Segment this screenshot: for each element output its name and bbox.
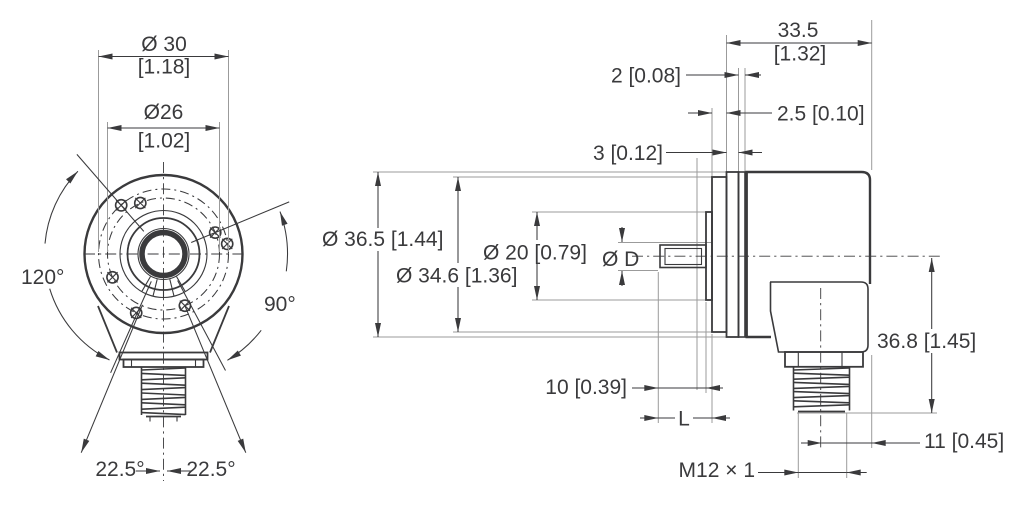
thread-spec-label: M12 × 1 bbox=[679, 459, 755, 482]
screw-icon bbox=[106, 270, 119, 284]
side-view: 33.5 [1.32] 2 [0.08] 2.5 [0.10] 3 [0.12]… bbox=[322, 19, 1004, 482]
front-housing bbox=[83, 173, 244, 335]
connector-housing bbox=[769, 281, 869, 413]
dim-shaft-length-L: L bbox=[640, 408, 730, 431]
dim-diameter-26: Ø26 [1.02] bbox=[107, 101, 220, 252]
dim-diameter-30-label: Ø 30 bbox=[141, 33, 187, 56]
encoder-body bbox=[745, 170, 872, 339]
dim-diameter-30: Ø 30 [1.18] bbox=[98, 33, 229, 252]
dim-angle-22-5: 22.5° 22.5° bbox=[80, 304, 247, 481]
screw-icon bbox=[220, 237, 234, 251]
mounting-flange bbox=[705, 171, 746, 338]
dim-diameter-36-5: Ø 36.5 [1.44] bbox=[322, 172, 443, 337]
thread-icon bbox=[140, 367, 187, 422]
dim-thickness-2-5-label: 2.5 [0.10] bbox=[777, 103, 865, 126]
dim-shaft-protrusion-10-label: 10 [0.39] bbox=[545, 376, 627, 399]
dim-height-36-8: 36.8 [1.45] bbox=[877, 258, 976, 413]
dim-offset-11-label: 11 [0.45] bbox=[924, 430, 1004, 453]
dim-shaft-protrusion-10: 10 [0.39] bbox=[545, 376, 723, 399]
dim-offset-11: 11 [0.45] bbox=[801, 430, 1004, 453]
dim-thickness-3-label: 3 [0.12] bbox=[593, 142, 663, 165]
angle-22-5-right-label: 22.5° bbox=[186, 458, 235, 481]
dim-thickness-3: 3 [0.12] bbox=[593, 142, 762, 165]
angle-120-label: 120° bbox=[21, 266, 64, 289]
thread-icon bbox=[792, 367, 851, 413]
dim-diameter-20-label: Ø 20 [0.79] bbox=[483, 242, 587, 265]
dim-width-33-5-inches: [1.32] bbox=[774, 43, 827, 66]
dim-thread-m12: M12 × 1 bbox=[679, 459, 867, 482]
dim-shaft-diameter-label: Ø D bbox=[602, 248, 639, 271]
screw-icon bbox=[129, 306, 143, 320]
dim-diameter-26-label: Ø26 bbox=[144, 101, 184, 124]
dim-diameter-36-5-label: Ø 36.5 [1.44] bbox=[322, 228, 443, 251]
screw-icon bbox=[133, 196, 147, 210]
front-connector bbox=[97, 305, 230, 422]
front-view: Ø 30 [1.18] Ø26 [1.02] 120° 90° bbox=[21, 33, 296, 481]
dim-width-33-5: 33.5 [1.32] bbox=[726, 19, 872, 66]
dim-diameter-26-inches: [1.02] bbox=[138, 130, 191, 153]
side-centerlines bbox=[632, 255, 940, 448]
side-extension-lines bbox=[373, 20, 937, 478]
dim-diameter-34-6: Ø 34.6 [1.36] bbox=[396, 177, 517, 332]
dim-thickness-2-label: 2 [0.08] bbox=[611, 65, 681, 88]
dim-height-36-8-label: 36.8 [1.45] bbox=[877, 330, 976, 353]
dim-shaft-length-label: L bbox=[678, 408, 690, 431]
dim-diameter-20: Ø 20 [0.79] bbox=[483, 212, 587, 300]
dim-thickness-2-5: 2.5 [0.10] bbox=[688, 103, 865, 126]
front-mounting-screws bbox=[106, 196, 234, 320]
dim-width-33-5-label: 33.5 bbox=[778, 19, 819, 42]
dim-diameter-34-6-label: Ø 34.6 [1.36] bbox=[396, 265, 517, 288]
dim-diameter-30-inches: [1.18] bbox=[138, 56, 191, 79]
dim-angle-90: 90° bbox=[177, 201, 296, 371]
angle-22-5-left-label: 22.5° bbox=[95, 458, 144, 481]
dim-angle-120: 120° bbox=[21, 154, 152, 374]
angle-90-label: 90° bbox=[264, 293, 296, 316]
dim-shaft-diameter: Ø D bbox=[602, 227, 639, 286]
dim-thickness-2: 2 [0.08] bbox=[611, 65, 761, 88]
